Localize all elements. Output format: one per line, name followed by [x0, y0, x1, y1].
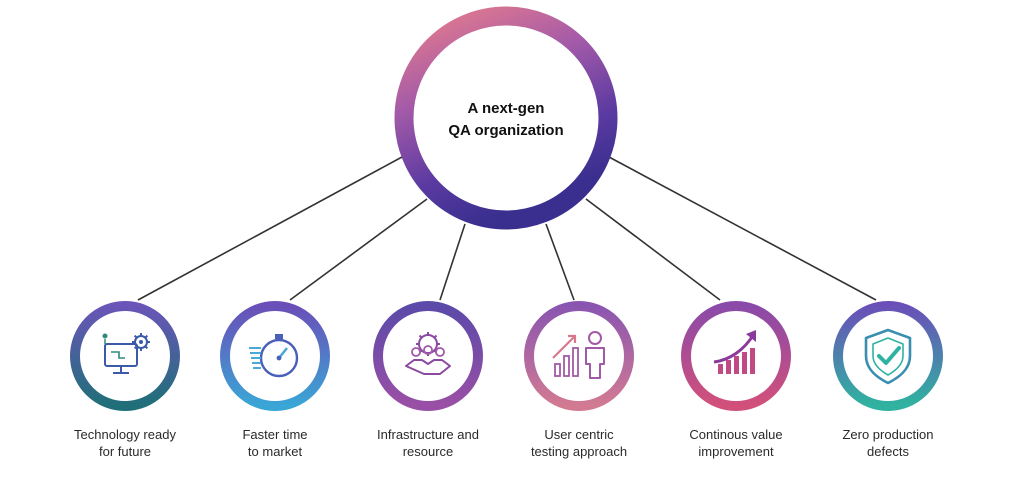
feature-nodes	[70, 301, 943, 411]
rising-bars-icon	[713, 330, 756, 374]
hub-node: A next-gen QA organization	[394, 6, 618, 230]
connector-faster	[289, 198, 428, 301]
label-user-centric-line1: User centric	[544, 427, 614, 442]
label-faster-line1: Faster time	[242, 427, 308, 442]
label-continuous-line2: improvement	[698, 444, 774, 459]
growth-person-icon	[552, 331, 605, 379]
hub-title-line1: A next-gen	[468, 100, 545, 117]
label-user-centric: User centric testing approach	[509, 426, 649, 460]
connector-user-centric	[545, 223, 575, 301]
label-technology-line1: Technology ready	[74, 427, 176, 442]
monitor-gear-icon	[102, 333, 150, 374]
hub-ring	[394, 6, 618, 230]
node-ring-faster	[220, 301, 330, 411]
connector-zero-defects	[608, 156, 877, 301]
label-infrastructure: Infrastructure and resource	[358, 426, 498, 460]
connector-lines	[137, 156, 877, 301]
node-ring-user-centric	[524, 301, 634, 411]
label-infrastructure-line2: resource	[402, 444, 454, 459]
shield-check-icon	[864, 328, 912, 385]
label-faster: Faster time to market	[205, 426, 345, 460]
label-zero-defects-line1: Zero production	[842, 427, 934, 442]
label-zero-defects-line2: defects	[867, 444, 909, 459]
label-technology: Technology ready for future	[55, 426, 195, 460]
connector-technology	[137, 156, 403, 301]
stopwatch-icon	[249, 334, 299, 378]
node-faster	[220, 301, 330, 411]
hub-title-line2: QA organization	[448, 122, 563, 139]
label-faster-line2: to market	[247, 444, 303, 459]
label-continuous: Continous value improvement	[666, 426, 806, 460]
connector-continuous	[585, 198, 721, 301]
node-ring-zero-defects	[833, 301, 943, 411]
node-technology	[70, 301, 180, 411]
node-infrastructure	[373, 301, 483, 411]
team-handshake-icon	[405, 332, 451, 375]
node-ring-technology	[70, 301, 180, 411]
label-user-centric-line2: testing approach	[530, 444, 628, 459]
label-technology-line2: for future	[98, 444, 152, 459]
label-zero-defects: Zero production defects	[818, 426, 958, 460]
node-continuous	[681, 301, 791, 411]
connector-infrastructure	[439, 223, 466, 301]
label-continuous-line1: Continous value	[689, 427, 783, 442]
node-zero-defects	[833, 301, 943, 411]
node-user-centric	[524, 301, 634, 411]
label-infrastructure-line1: Infrastructure and	[377, 427, 479, 442]
